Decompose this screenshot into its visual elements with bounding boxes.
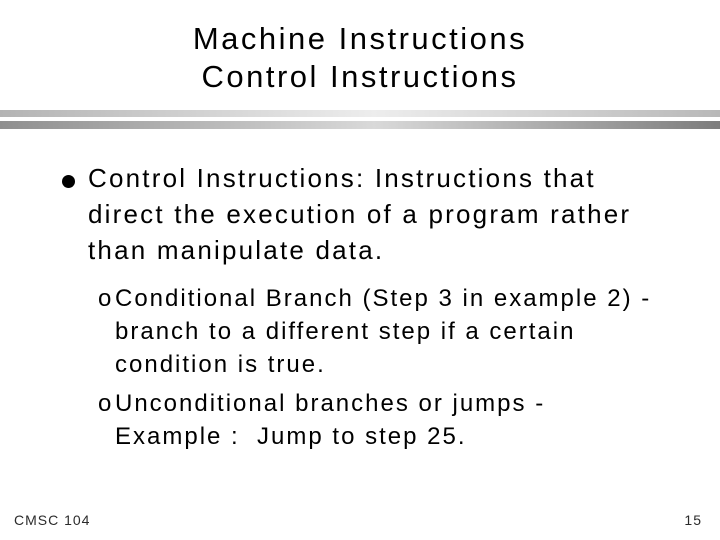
sub-bullet-text: Conditional Branch (Step 3 in example 2)… xyxy=(115,282,651,381)
main-bullet-line: direct the execution of a program rather xyxy=(88,199,632,229)
slide-title-line-2: Control Instructions xyxy=(201,59,519,94)
slide-title-line-1: Machine Instructions xyxy=(192,21,528,56)
footer-page-number: 15 xyxy=(684,512,702,528)
sub-bullet-text: Unconditional branches or jumps - Exampl… xyxy=(115,387,545,453)
bullet-dot-icon xyxy=(62,175,75,188)
main-bullet-line: Control Instructions: Instructions that xyxy=(88,163,596,193)
sub-bullet-line: Unconditional branches or jumps - xyxy=(115,390,546,417)
sub-bullet-line: condition is true. xyxy=(115,351,326,378)
main-bullet-line: than manipulate data. xyxy=(88,235,385,265)
sub-bullet-conditional-branch: o Conditional Branch (Step 3 in example … xyxy=(98,282,651,381)
footer-course-label: CMSC 104 xyxy=(14,512,91,528)
sub-bullet-marker: o xyxy=(98,285,114,312)
sub-bullet-line: Conditional Branch (Step 3 in example 2)… xyxy=(115,285,652,312)
sub-bullet-line: Example : Jump to step 25. xyxy=(115,423,467,450)
sub-bullet-marker: o xyxy=(98,390,114,417)
slide-title: Machine Instructions Control Instruction… xyxy=(0,20,720,96)
sub-bullet-line: branch to a different step if a certain xyxy=(115,318,576,345)
title-divider-bottom-bar xyxy=(0,121,720,129)
main-bullet: Control Instructions: Instructions that … xyxy=(62,160,631,268)
sub-bullet-unconditional-branch: o Unconditional branches or jumps - Exam… xyxy=(98,387,545,453)
title-divider-top-bar xyxy=(0,110,720,117)
main-bullet-text: Control Instructions: Instructions that … xyxy=(88,160,631,268)
